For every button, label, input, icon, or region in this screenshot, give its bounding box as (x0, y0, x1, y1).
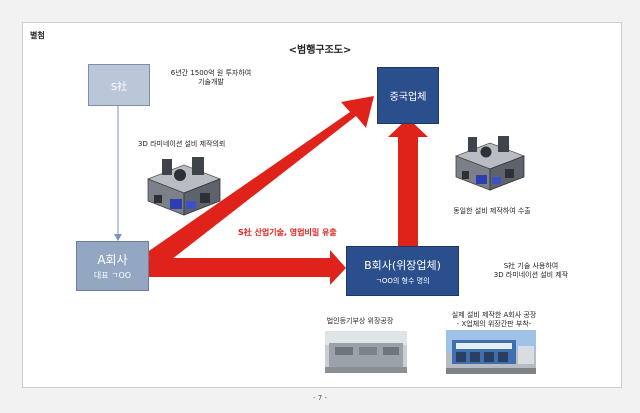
china-company-label: 중국업체 (389, 92, 427, 103)
s-company-box: S社 (88, 64, 150, 106)
leak-note: S社 산업기술, 영업비밀 유출 (238, 228, 337, 237)
registered-factory-photo (325, 331, 407, 373)
b-company-sub: ㄱOO의 형수 명의 (375, 276, 430, 285)
s-tech-line-1: S社 기술 사용하여 (503, 262, 559, 270)
real-factory-line-1: 실제 설비 제작한 A회사 공장 (451, 311, 537, 319)
request-note: 3D 라미네이션 설비 제작의뢰 (138, 140, 226, 148)
s-tech-line-2: 3D 라미네이션 설비 제작 (493, 271, 569, 279)
a-company-sub: 대표 ㄱOO (93, 271, 132, 280)
real-factory-line-2: - X업체의 위장간판 부착- (456, 320, 532, 328)
b-to-china-arrow (388, 118, 428, 246)
s-tech-note: S社 기술 사용하여 3D 라미네이션 설비 제작 (472, 262, 590, 280)
b-company-box: B회사(위장업체) ㄱOO의 형수 명의 (346, 246, 459, 296)
a-to-b-arrow (149, 250, 346, 285)
attachment-label: 별첨 (30, 31, 45, 40)
investment-line-2: 기술개발 (198, 78, 224, 86)
b-company-label: B회사(위장업체) (364, 258, 441, 272)
china-company-box: 중국업체 (377, 67, 439, 124)
page-title: <범행구조도> (288, 45, 352, 56)
investment-line-1: 6년간 1500억 원 투자하여 (170, 69, 252, 77)
registered-factory-note: 법인등기부상 위장공장 (326, 317, 394, 325)
export-note: 동일한 설비 제작하여 수출 (453, 207, 531, 215)
real-factory-note: 실제 설비 제작한 A회사 공장 - X업체의 위장간판 부착- (438, 311, 550, 329)
s-company-label: S社 (110, 81, 128, 93)
lamination-machine-image-left (146, 157, 222, 216)
page-number: - 7 - (313, 394, 327, 402)
lamination-machine-image-right (454, 136, 526, 191)
a-company-box: A회사 대표 ㄱOO (76, 241, 149, 291)
real-factory-photo (446, 330, 536, 374)
s-to-a-arrowhead (114, 234, 122, 241)
investment-note: 6년간 1500억 원 투자하여 기술개발 (148, 69, 274, 87)
a-to-china-arrow (146, 96, 374, 270)
a-company-label: A회사 (97, 253, 128, 267)
